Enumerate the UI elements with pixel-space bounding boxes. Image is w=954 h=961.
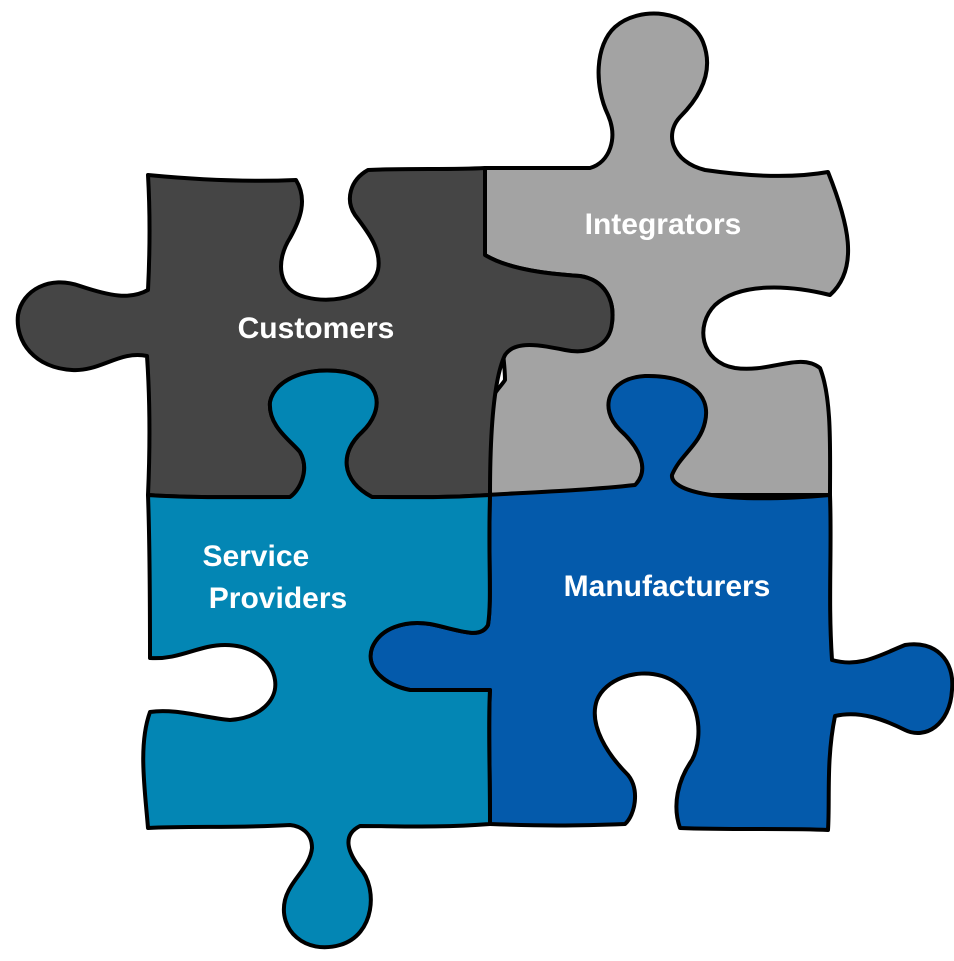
puzzle-piece-service-providers bbox=[141, 368, 492, 950]
customers-label: Customers bbox=[238, 312, 395, 345]
manufacturers-label: Manufacturers bbox=[564, 570, 771, 603]
integrators-label: Integrators bbox=[585, 208, 742, 241]
service-providers-label-line-1: Service bbox=[202, 540, 309, 573]
service-providers-piece-shape bbox=[141, 368, 492, 950]
service-providers-label-line-2: Providers bbox=[209, 582, 347, 615]
service-providers-label: Service Providers bbox=[202, 540, 347, 615]
